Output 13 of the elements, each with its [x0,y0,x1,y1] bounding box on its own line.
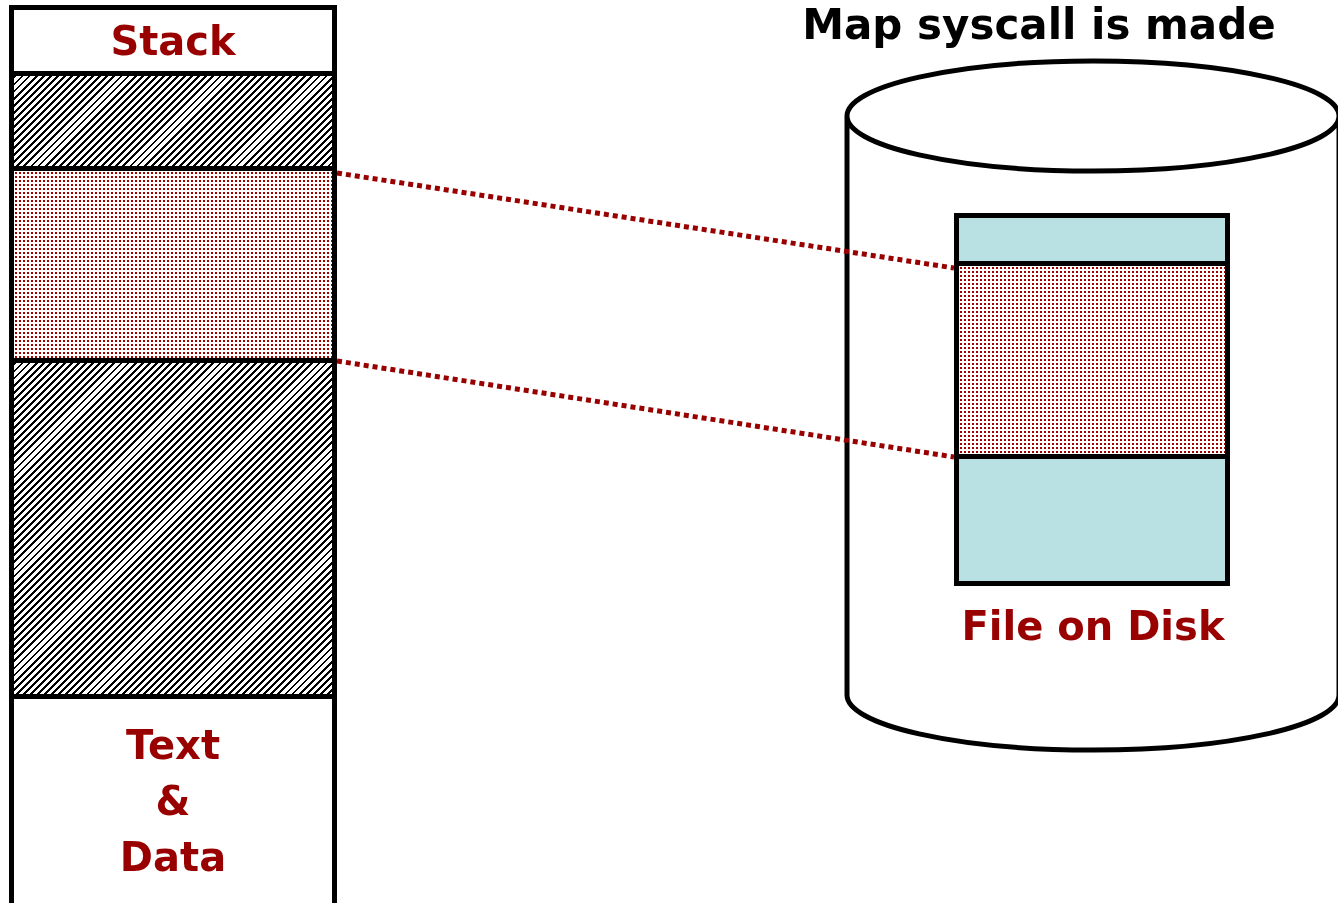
dotted-connector [336,358,955,460]
disk-cylinder [843,58,1338,753]
file-segment [954,213,1230,266]
memory-segment: Text & Data [9,699,337,903]
disk-label: File on Disk [960,602,1226,651]
memory-segment: Stack [9,5,337,76]
file-segment [954,459,1230,586]
title: Map syscall is made [801,0,1277,49]
memory-segment [9,171,337,363]
file-segment [954,266,1230,459]
dotted-connector [336,170,955,271]
memory-segment [9,76,337,171]
memory-segment [9,363,337,699]
